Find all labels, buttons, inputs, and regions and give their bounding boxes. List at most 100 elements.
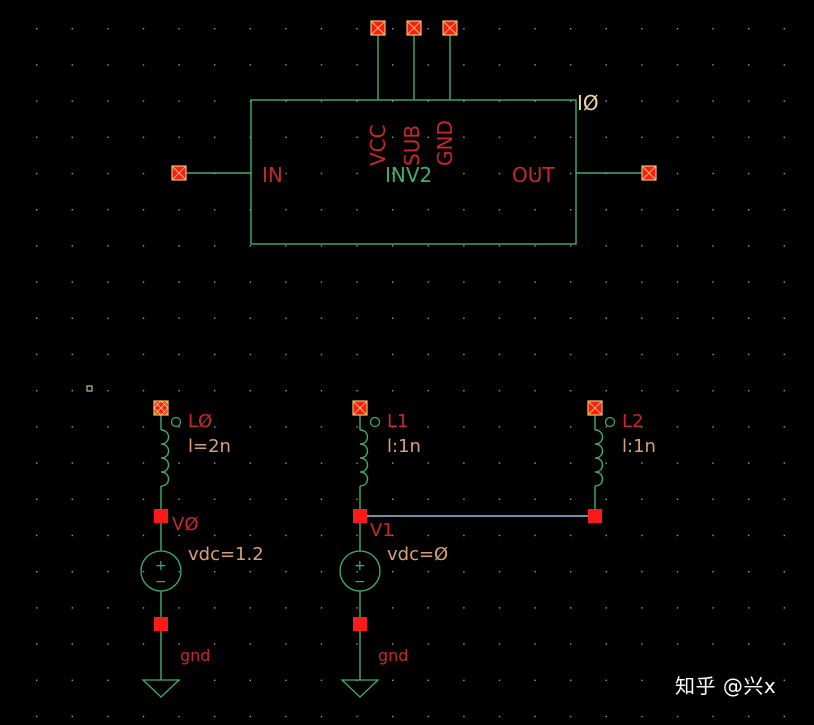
grid-dot xyxy=(320,643,323,645)
grid-dot xyxy=(748,136,750,138)
grid-dot xyxy=(107,534,109,537)
grid-dot xyxy=(534,209,536,211)
grid-dot xyxy=(463,607,465,609)
pin-vcc[interactable] xyxy=(370,20,386,36)
grid-dot xyxy=(534,64,536,66)
pin-label-out: OUT xyxy=(512,163,555,187)
grid-dot xyxy=(534,136,536,138)
inductor-l2[interactable]: L2 l:1n xyxy=(594,411,656,516)
grid-dot xyxy=(463,172,465,175)
grid-dot xyxy=(320,317,323,319)
grid-dot xyxy=(676,462,679,464)
grid-dot xyxy=(71,245,73,247)
grid-dot xyxy=(427,172,429,175)
grid-dot xyxy=(498,64,501,66)
grid-dot xyxy=(676,172,679,175)
node-v0-bottom[interactable] xyxy=(154,617,168,631)
grid-dot xyxy=(320,28,323,30)
grid-dot xyxy=(285,498,287,500)
grid-dot xyxy=(712,498,714,500)
grid-dot xyxy=(71,28,73,30)
grid-dot xyxy=(783,571,785,573)
pin-in[interactable] xyxy=(171,165,187,181)
inductor-l0[interactable]: LØ l=2n xyxy=(160,411,231,516)
grid-dot xyxy=(427,317,429,319)
node-v0-top[interactable] xyxy=(154,509,168,523)
grid-dot xyxy=(463,462,465,464)
pin-sub[interactable] xyxy=(406,20,422,36)
grid-dot xyxy=(712,462,714,464)
pin-l2-top[interactable] xyxy=(587,400,603,416)
grid-dot xyxy=(142,353,145,356)
pin-l0-top[interactable] xyxy=(153,400,169,416)
cursor-marker-icon xyxy=(86,385,93,392)
grid-dot xyxy=(249,679,251,681)
grid-dot xyxy=(783,607,785,609)
grid-dot xyxy=(249,317,251,319)
grid-dot xyxy=(498,390,501,392)
grid-dot xyxy=(285,100,287,102)
grid-dot xyxy=(356,209,358,211)
grid-dot xyxy=(676,390,679,392)
inv2-instance[interactable]: IØ IN OUT INV2 VCC SUB GND xyxy=(186,34,642,245)
node-l2-bottom[interactable] xyxy=(588,509,602,523)
grid-dot xyxy=(178,317,180,319)
grid-dot xyxy=(71,390,73,392)
grid-dot xyxy=(214,679,216,681)
grid-dot xyxy=(71,679,73,681)
vdc-source-v0[interactable]: + − VØ vdc=1.2 gnd xyxy=(140,514,264,698)
grid-dot xyxy=(641,534,643,537)
vdc-source-v1[interactable]: + − V1 vdc=Ø gnd xyxy=(339,516,448,698)
grid-dot xyxy=(783,281,785,283)
component-param: vdc=1.2 xyxy=(188,544,264,565)
grid-dot xyxy=(748,28,750,30)
grid-dot xyxy=(748,353,750,356)
grid-dot xyxy=(641,209,643,211)
grid-dot xyxy=(534,317,536,319)
grid-dot xyxy=(748,281,750,283)
grid-dot xyxy=(71,209,73,211)
grid-dot xyxy=(641,281,643,283)
grid-dot xyxy=(498,462,501,464)
grid-dot xyxy=(712,209,714,211)
inductor-coil-icon xyxy=(594,429,604,487)
grid-dot xyxy=(570,100,572,102)
grid-dot xyxy=(427,426,429,428)
pin-out[interactable] xyxy=(641,165,657,181)
grid-dot xyxy=(356,245,358,247)
pin-label-in: IN xyxy=(262,163,283,187)
grid-dot xyxy=(712,571,714,573)
grid-dot xyxy=(712,643,714,645)
pin-l1-top[interactable] xyxy=(352,400,368,416)
pin-gnd[interactable] xyxy=(442,20,458,36)
grid-dot xyxy=(142,172,145,175)
grid-dot xyxy=(427,715,429,718)
grid-dot xyxy=(178,571,180,573)
grid-dot xyxy=(320,426,323,428)
node-v1-top[interactable] xyxy=(353,509,367,523)
grid-dot xyxy=(71,498,73,500)
grid-dot xyxy=(463,715,465,718)
grid-dot xyxy=(249,64,251,66)
grid-dot xyxy=(285,643,287,645)
grid-dot xyxy=(498,100,501,102)
node-v1-bottom[interactable] xyxy=(353,617,367,631)
grid-dot xyxy=(534,679,536,681)
grid-dot xyxy=(783,209,785,211)
instance-name: IØ xyxy=(577,91,599,115)
grid-dot xyxy=(356,100,358,102)
grid-dot xyxy=(356,64,358,66)
grid-dot xyxy=(320,715,323,718)
grid-dot xyxy=(36,571,38,573)
grid-dot xyxy=(320,462,323,464)
grid-dot xyxy=(285,28,287,30)
grid-dot xyxy=(463,28,465,30)
grid-dot xyxy=(71,715,73,718)
grid-dot xyxy=(320,281,323,283)
inductor-l1[interactable]: L1 l:1n xyxy=(359,411,421,516)
grid-dot xyxy=(356,353,358,356)
grid-dot xyxy=(36,136,38,138)
grid-dot xyxy=(427,643,429,645)
grid-dot xyxy=(178,643,180,645)
